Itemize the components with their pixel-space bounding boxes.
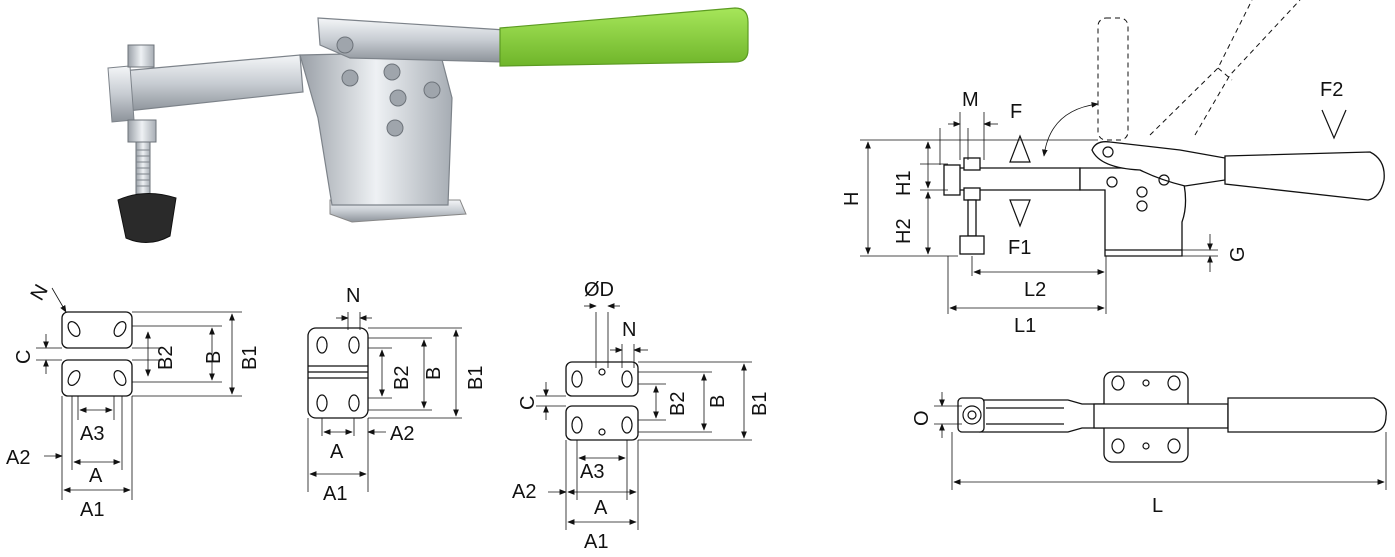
top-lever xyxy=(1093,403,1229,429)
arm-end xyxy=(943,164,961,196)
clamp-arm-end xyxy=(107,65,135,123)
top-arm xyxy=(979,399,1105,433)
base-variant-2: N B2 B B1 A A2 A1 xyxy=(307,285,487,505)
label-b1: B1 xyxy=(465,366,487,390)
label-n: N xyxy=(26,281,52,305)
slot-holes xyxy=(67,321,127,386)
upper-mounting-plate xyxy=(61,311,133,349)
rubber-spindle-tip xyxy=(117,193,177,243)
open-position-vertical xyxy=(1097,17,1129,141)
clamp-rivets xyxy=(336,36,441,137)
base-variant-1: N C B2 B B1 A3 A2 A A1 xyxy=(6,281,261,521)
label-a3: A3 xyxy=(580,461,604,483)
label-a2: A2 xyxy=(6,447,30,469)
label-a1: A1 xyxy=(323,483,347,505)
label-o: O xyxy=(911,410,933,426)
label-a: A xyxy=(594,497,608,519)
spindle-nut-bottom xyxy=(963,187,981,201)
label-n: N xyxy=(622,319,636,341)
label-b1: B1 xyxy=(239,346,261,370)
spindle-nut-top xyxy=(963,157,981,171)
top-base-holes xyxy=(1111,375,1181,454)
label-c: C xyxy=(517,396,539,410)
label-h: H xyxy=(841,192,863,206)
label-d: ØD xyxy=(584,279,614,301)
base-variant-3: ØD N C B2 B B1 A3 A2 A A1 xyxy=(512,279,771,553)
clamp-handle-grip xyxy=(499,7,749,67)
lower-mounting-plate xyxy=(565,405,639,441)
label-a1: A1 xyxy=(584,531,608,552)
label-a: A xyxy=(330,441,344,463)
open-position-angled xyxy=(1149,0,1301,136)
product-photo xyxy=(107,7,749,243)
label-a2: A2 xyxy=(512,481,536,503)
spindle-thread xyxy=(135,141,151,195)
label-h1: H1 xyxy=(893,170,915,196)
label-a3: A3 xyxy=(80,423,104,445)
spindle-tip xyxy=(959,235,985,255)
slot-holes xyxy=(571,368,633,436)
top-view: O L xyxy=(911,371,1387,517)
slot-holes xyxy=(316,336,360,412)
label-b2: B2 xyxy=(667,392,689,416)
label-a2: A2 xyxy=(390,423,414,445)
label-c: C xyxy=(13,350,35,364)
side-lever xyxy=(1091,141,1226,187)
clamp-body xyxy=(299,51,453,206)
label-h2: H2 xyxy=(893,218,915,244)
top-handle xyxy=(1227,397,1387,433)
label-b: B xyxy=(423,367,445,380)
label-b: B xyxy=(707,395,729,408)
label-g: G xyxy=(1227,246,1249,262)
label-f2: F2 xyxy=(1320,79,1343,101)
side-handle xyxy=(1224,151,1385,201)
top-spindle-block xyxy=(957,397,985,433)
label-b: B xyxy=(203,351,225,364)
upper-mounting-plate xyxy=(565,361,639,397)
clamp-lever xyxy=(317,17,506,63)
spindle-lower-nut xyxy=(127,119,157,143)
side-pivots xyxy=(1102,146,1170,212)
label-a1: A1 xyxy=(80,499,104,521)
label-f: F xyxy=(1010,101,1022,123)
label-b1: B1 xyxy=(749,392,771,416)
spindle-rod xyxy=(967,199,977,237)
side-view: M F F1 F2 H H1 H2 G L2 L1 xyxy=(841,0,1385,337)
lower-mounting-plate xyxy=(61,359,133,397)
side-arm xyxy=(951,167,1081,191)
label-n: N xyxy=(346,285,360,307)
label-b2: B2 xyxy=(155,346,177,370)
label-m: M xyxy=(962,89,979,111)
label-l: L xyxy=(1152,495,1163,517)
label-f1: F1 xyxy=(1008,237,1031,259)
label-l2: L2 xyxy=(1024,279,1046,301)
label-b2: B2 xyxy=(391,366,413,390)
label-l1: L1 xyxy=(1014,315,1036,337)
spindle-top-nut xyxy=(127,44,155,68)
label-a: A xyxy=(89,465,103,487)
